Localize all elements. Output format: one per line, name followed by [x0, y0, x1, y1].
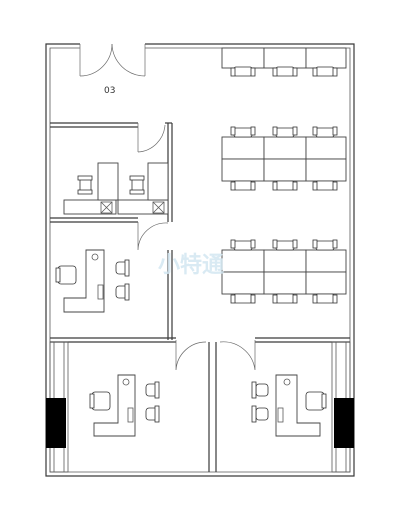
- chair-icon: [77, 175, 93, 195]
- workstation-row-top: [221, 47, 347, 77]
- office-bottom-left: [89, 374, 160, 437]
- armchair-icon: [55, 265, 77, 285]
- chair-icon: [312, 180, 338, 191]
- chair-icon: [230, 126, 256, 138]
- armchair-icon: [305, 391, 327, 411]
- office-bottom-right: [251, 374, 327, 437]
- structural-column-left: [46, 398, 66, 448]
- structural-column-right: [334, 398, 354, 448]
- chair-icon: [230, 239, 256, 251]
- watermark: 小特通: [158, 252, 224, 278]
- chair-icon: [145, 381, 160, 399]
- chair-icon: [115, 283, 130, 301]
- room-number-label: 03: [104, 86, 115, 96]
- chair-icon: [251, 405, 269, 423]
- chair-icon: [230, 66, 256, 77]
- chair-icon: [272, 293, 298, 304]
- chair-icon: [312, 293, 338, 304]
- chair-icon: [272, 126, 298, 138]
- workstation-cluster-lower: [221, 239, 347, 304]
- armchair-icon: [89, 391, 111, 411]
- chair-icon: [272, 180, 298, 191]
- chair-icon: [312, 66, 338, 77]
- door-swings: [137, 123, 256, 371]
- chair-icon: [129, 175, 145, 195]
- chair-icon: [272, 239, 298, 251]
- workstation-cluster-middle: [221, 126, 347, 191]
- entrance-double-door: [79, 43, 146, 77]
- chair-icon: [230, 180, 256, 191]
- chair-icon: [312, 239, 338, 251]
- chair-icon: [251, 381, 269, 399]
- chair-icon: [230, 293, 256, 304]
- window-columns: [46, 341, 354, 473]
- chair-icon: [115, 259, 130, 277]
- chair-icon: [145, 405, 160, 423]
- chair-icon: [312, 126, 338, 138]
- cubicle-room: [63, 162, 169, 215]
- chair-icon: [272, 66, 298, 77]
- manager-office-west: [55, 249, 130, 313]
